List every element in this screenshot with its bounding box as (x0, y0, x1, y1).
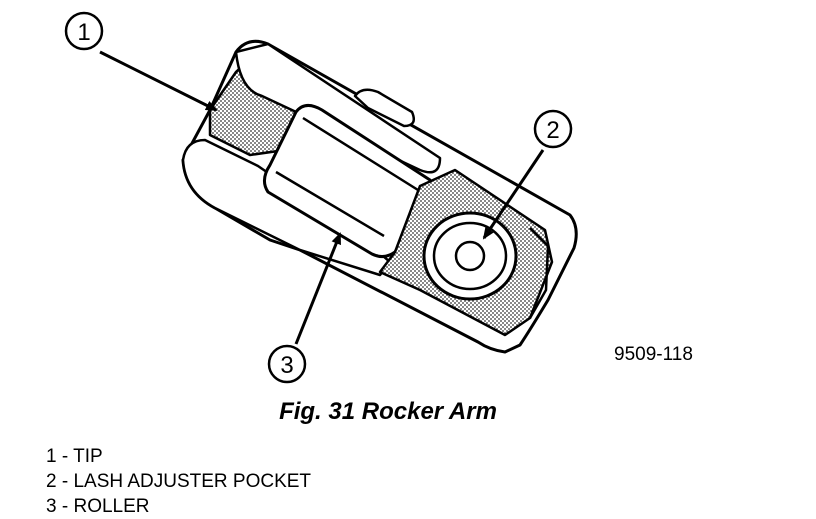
legend-item-1: 1 - TIP (46, 446, 103, 467)
legend-number: 2 (46, 471, 57, 492)
legend-item-3: 3 - ROLLER (46, 496, 150, 517)
callout-3: 3 (267, 232, 342, 384)
callout-2-number: 2 (546, 117, 559, 144)
callout-1: 1 (64, 11, 218, 112)
legend-label: TIP (73, 446, 103, 467)
callout-1-leader (99, 50, 218, 112)
top-bump (353, 88, 415, 128)
roller-edge (275, 116, 419, 238)
legend-label: ROLLER (73, 496, 150, 517)
legend-number: 1 (46, 446, 57, 467)
legend: 1 - TIP 2 - LASH ADJUSTER POCKET 3 - ROL… (46, 444, 311, 519)
pocket-hole (454, 240, 486, 272)
legend-item-2: 2 - LASH ADJUSTER POCKET (46, 471, 312, 492)
rocker-arm-diagram: 1 2 3 (64, 11, 578, 384)
end-edge (528, 227, 550, 319)
callout-3-circle (267, 344, 307, 384)
callout-2-circle (533, 109, 573, 149)
callout-2-leader (482, 149, 545, 240)
callout-3-number: 3 (280, 352, 293, 379)
legend-number: 3 (46, 496, 57, 517)
callout-1-circle (64, 11, 104, 51)
callout-3-leader (294, 232, 342, 345)
figure-code: 9509-118 (614, 344, 693, 365)
figure-caption: Fig. 31 Rocker Arm (279, 398, 497, 425)
callout-2: 2 (482, 109, 573, 240)
callout-1-number: 1 (77, 19, 90, 46)
upper-rail (234, 42, 442, 174)
rocker-arm-drawing (181, 39, 578, 354)
legend-label: LASH ADJUSTER POCKET (73, 471, 312, 492)
